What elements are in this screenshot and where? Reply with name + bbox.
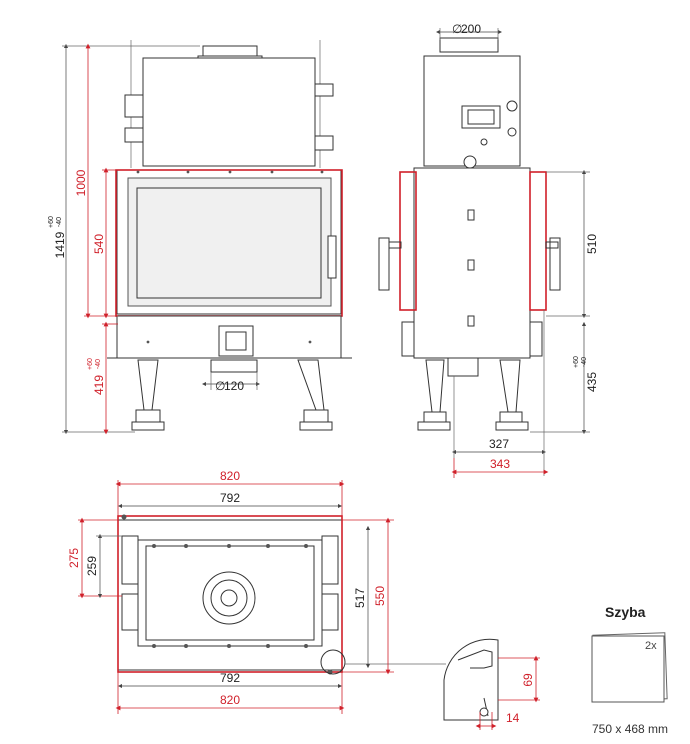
front-glass <box>127 177 332 307</box>
total-height-tol-lower: -40 <box>56 217 63 227</box>
depth-left-red-label: 275 <box>67 548 81 568</box>
glass-height-label: 540 <box>92 234 106 254</box>
depth-right-red-label: 550 <box>373 586 387 606</box>
top-view <box>78 480 540 730</box>
inner-width-top-label: 792 <box>220 491 240 505</box>
front-view <box>62 40 352 435</box>
depth-left-black-label: 259 <box>85 556 99 576</box>
flue-diameter-symbol: ∅ <box>452 22 462 36</box>
air-inlet-box <box>218 325 254 357</box>
detail-callout-circle <box>320 649 346 675</box>
left-leg <box>137 359 159 411</box>
door-height-label: 1000 <box>74 169 88 196</box>
side-leg-tol-lower: -40 <box>581 357 588 367</box>
side-left-leg <box>425 359 445 413</box>
outer-width-bottom-label: 820 <box>220 693 240 707</box>
right-leg <box>297 359 325 411</box>
outer-width-top-label: 820 <box>220 469 240 483</box>
flue-diameter-label: 200 <box>461 22 481 36</box>
side-glass-height-label: 510 <box>585 234 599 254</box>
depth-right-black-label: 517 <box>353 588 367 608</box>
glass-title: Szyba <box>605 604 646 620</box>
side-leg-height-label: 435 <box>585 372 599 392</box>
total-height-tol-upper: +60 <box>48 216 55 228</box>
glass-size: 750 x 468 mm <box>592 722 669 736</box>
leg-tol-lower: -40 <box>95 359 102 369</box>
side-handle-right <box>549 237 561 291</box>
detail-width-label: 14 <box>506 711 520 725</box>
side-view <box>378 28 590 478</box>
inlet-diameter-label: 120 <box>224 379 244 393</box>
detail-height-label: 69 <box>521 673 535 687</box>
glass-pane-icon <box>591 632 668 703</box>
door-handle <box>327 235 337 279</box>
inlet-diameter-symbol: ∅ <box>215 379 225 393</box>
depth-red-label: 343 <box>490 457 510 471</box>
leg-height-label: 419 <box>92 375 106 395</box>
inner-width-bottom-label: 792 <box>220 671 240 685</box>
side-leg-tol-upper: +60 <box>573 356 580 368</box>
side-handle-left <box>378 237 390 291</box>
depth-black-label: 327 <box>489 437 509 451</box>
leg-tol-upper: +60 <box>87 358 94 370</box>
glass-quantity: 2x <box>645 640 657 652</box>
side-right-leg <box>499 359 521 413</box>
total-height-label: 1419 <box>53 231 67 258</box>
